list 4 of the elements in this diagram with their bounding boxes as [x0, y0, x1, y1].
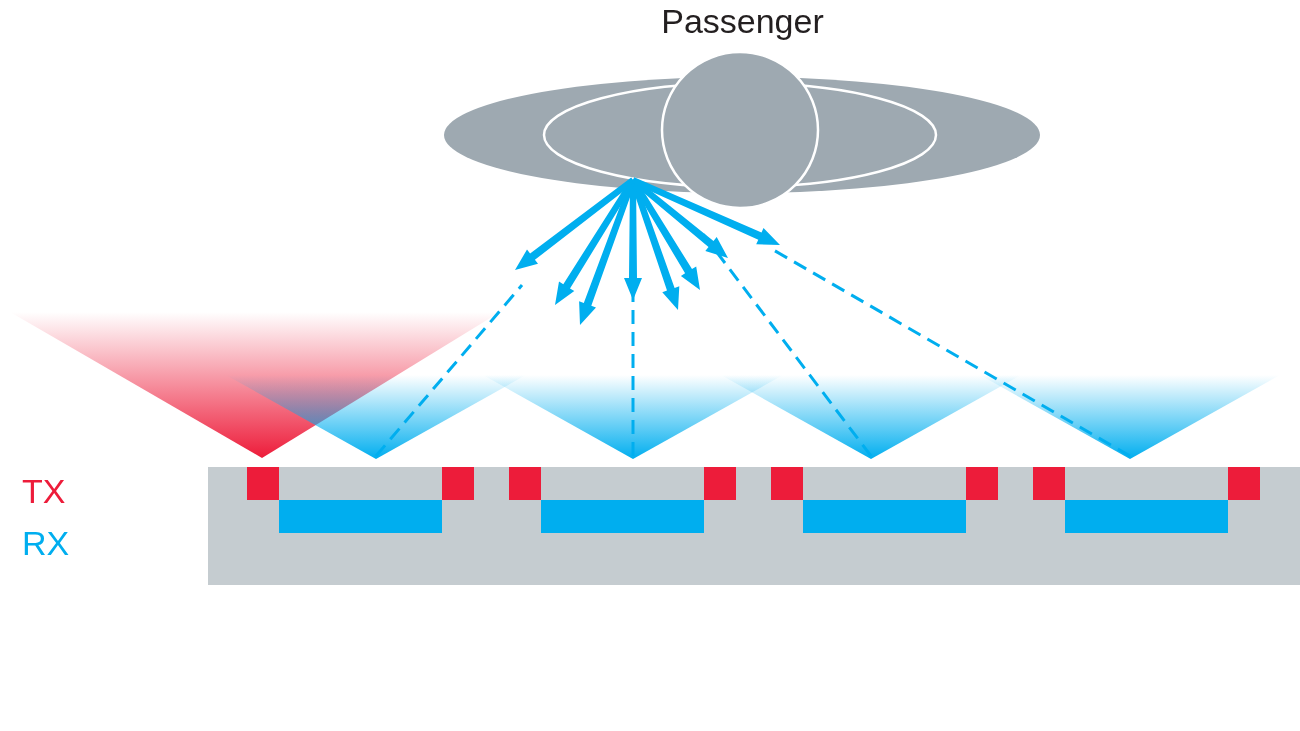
- passenger-label: Passenger: [660, 2, 825, 41]
- dashed-signal-line: [374, 284, 524, 457]
- legend-label: RX: [22, 524, 70, 563]
- legend-label: TX: [22, 472, 66, 511]
